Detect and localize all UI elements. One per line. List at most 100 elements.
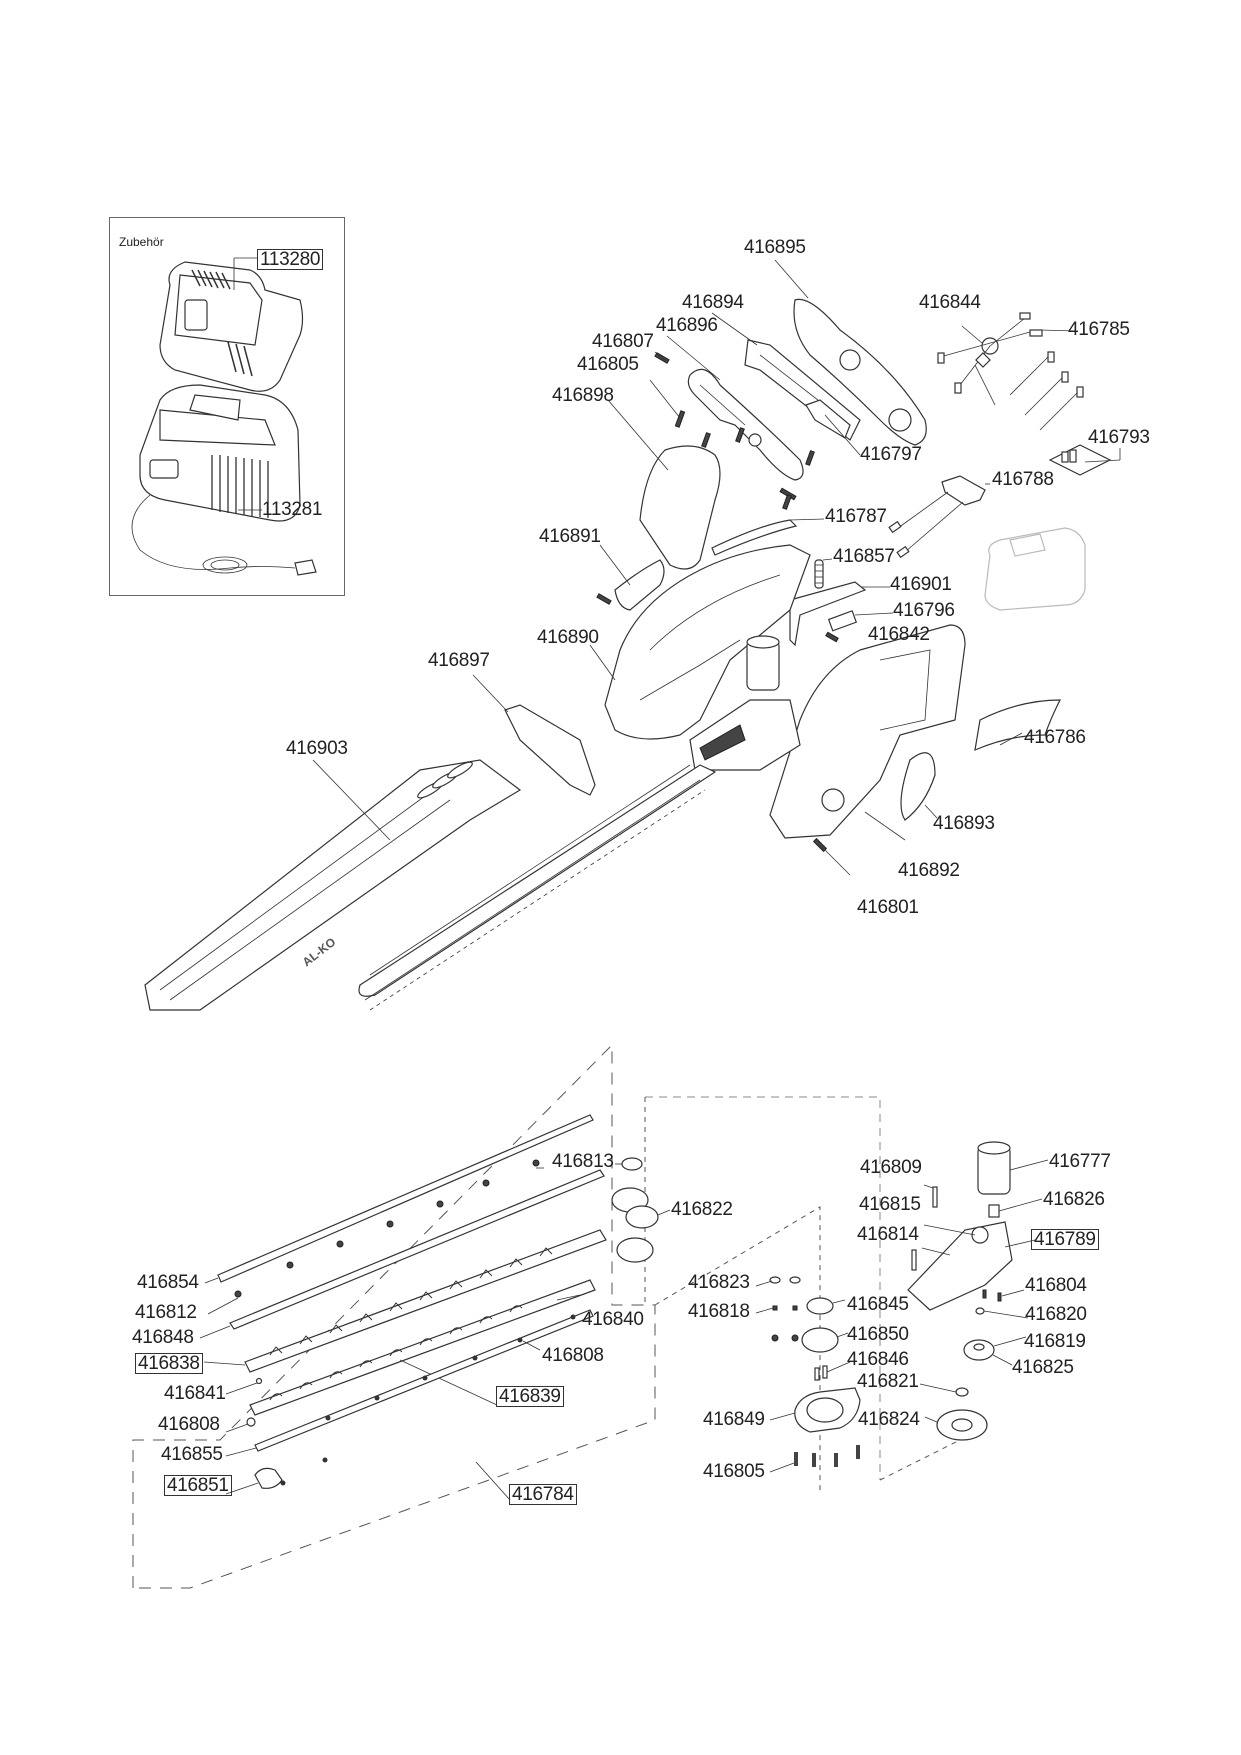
part-label-416821[interactable]: 416821	[857, 1371, 919, 1392]
accessories-heading: Zubehör	[119, 235, 164, 249]
gearbox-top	[689, 699, 801, 771]
side-plate-416897	[504, 704, 596, 796]
part-label-416797[interactable]: 416797	[860, 444, 922, 465]
part-label-416892[interactable]: 416892	[898, 860, 960, 881]
screws-top	[596, 352, 839, 853]
part-label-416894[interactable]: 416894	[682, 292, 744, 313]
part-label-416823[interactable]: 416823	[688, 1272, 750, 1293]
gear-416819	[963, 1339, 995, 1361]
trigger-416901	[789, 581, 867, 647]
part-label-416824[interactable]: 416824	[858, 1409, 920, 1430]
part-label-416845[interactable]: 416845	[847, 1294, 909, 1315]
washer-416820	[975, 1307, 985, 1315]
vent-cover-416893	[900, 752, 936, 821]
washer-416821	[955, 1387, 969, 1397]
cable-harness-416844	[937, 312, 1084, 431]
part-label-416838[interactable]: 416838	[135, 1353, 203, 1374]
part-label-416812[interactable]: 416812	[135, 1302, 197, 1323]
part-label-113280[interactable]: 113280	[257, 249, 324, 270]
part-label-416854[interactable]: 416854	[137, 1272, 199, 1293]
motor-416777	[977, 1141, 1011, 1195]
cover-416898	[639, 445, 721, 570]
housing-left-416890	[604, 544, 811, 740]
washer-416813	[621, 1157, 643, 1171]
part-label-416848[interactable]: 416848	[132, 1327, 194, 1348]
part-label-416826[interactable]: 416826	[1043, 1189, 1105, 1210]
spring-416857	[814, 559, 824, 589]
part-label-416842[interactable]: 416842	[868, 624, 930, 645]
part-label-416804[interactable]: 416804	[1025, 1275, 1087, 1296]
battery-ghost	[984, 527, 1086, 611]
part-label-416891[interactable]: 416891	[539, 526, 601, 547]
part-label-416839[interactable]: 416839	[496, 1386, 564, 1407]
blade-tip-416851	[254, 1467, 283, 1489]
motor-top	[746, 635, 780, 691]
part-label-416820[interactable]: 416820	[1025, 1304, 1087, 1325]
part-label-416789[interactable]: 416789	[1031, 1229, 1099, 1250]
part-label-416849[interactable]: 416849	[703, 1409, 765, 1430]
part-label-416901[interactable]: 416901	[890, 574, 952, 595]
part-label-416807[interactable]: 416807	[592, 331, 654, 352]
pins-416846	[814, 1367, 820, 1381]
part-label-416890[interactable]: 416890	[537, 627, 599, 648]
capacitor-board-416793	[1048, 444, 1112, 476]
gear-416824	[936, 1409, 988, 1441]
part-label-416787[interactable]: 416787	[825, 506, 887, 527]
part-label-416808-right[interactable]: 416808	[542, 1345, 604, 1366]
part-label-416855[interactable]: 416855	[161, 1444, 223, 1465]
part-label-416897[interactable]: 416897	[428, 650, 490, 671]
pin-416818	[772, 1305, 778, 1311]
cutter-blade-416839	[249, 1279, 596, 1416]
part-label-416785[interactable]: 416785	[1068, 319, 1130, 340]
part-label-416825[interactable]: 416825	[1012, 1357, 1074, 1378]
handle-frame-416896	[687, 368, 804, 481]
part-label-416896[interactable]: 416896	[656, 315, 718, 336]
charger-drawing	[131, 384, 317, 576]
part-label-416784[interactable]: 416784	[509, 1484, 577, 1505]
blade-bar-416854	[217, 1114, 594, 1283]
part-label-416903[interactable]: 416903	[286, 738, 348, 759]
part-label-416786[interactable]: 416786	[1024, 727, 1086, 748]
handle-cover-416895	[793, 298, 927, 446]
part-label-416813[interactable]: 416813	[552, 1151, 614, 1172]
part-label-416805-top[interactable]: 416805	[577, 354, 639, 375]
battery-pack-drawing	[159, 261, 304, 392]
part-label-416777[interactable]: 416777	[1049, 1151, 1111, 1172]
bushing-416826	[988, 1204, 1000, 1218]
part-label-416793[interactable]: 416793	[1088, 427, 1150, 448]
part-label-416818[interactable]: 416818	[688, 1301, 750, 1322]
group-outline-416784	[132, 1043, 656, 1589]
part-label-416846[interactable]: 416846	[847, 1349, 909, 1370]
part-label-416788[interactable]: 416788	[992, 469, 1054, 490]
part-label-416796[interactable]: 416796	[893, 600, 955, 621]
nut-416808	[246, 1417, 256, 1427]
part-label-416841[interactable]: 416841	[164, 1383, 226, 1404]
part-label-416893[interactable]: 416893	[933, 813, 995, 834]
terminal-416788	[888, 475, 986, 559]
part-label-416814[interactable]: 416814	[857, 1224, 919, 1245]
part-label-416819[interactable]: 416819	[1024, 1331, 1086, 1352]
part-label-416898[interactable]: 416898	[552, 385, 614, 406]
part-label-416857[interactable]: 416857	[833, 546, 895, 567]
part-label-113281[interactable]: 113281	[262, 499, 323, 520]
screw-416809	[932, 1186, 938, 1208]
group-outline-416789	[645, 1096, 881, 1480]
part-label-416840[interactable]: 416840	[582, 1309, 644, 1330]
part-label-416808-left[interactable]: 416808	[158, 1414, 220, 1435]
part-label-416844[interactable]: 416844	[919, 292, 981, 313]
microswitch-416796	[827, 610, 858, 632]
part-label-416801[interactable]: 416801	[857, 897, 919, 918]
part-label-416822[interactable]: 416822	[671, 1199, 733, 1220]
part-label-416851[interactable]: 416851	[164, 1475, 232, 1496]
gearbox-416789	[907, 1221, 1013, 1311]
part-label-416815[interactable]: 416815	[859, 1194, 921, 1215]
screw-416814	[911, 1249, 917, 1271]
part-label-416809[interactable]: 416809	[860, 1157, 922, 1178]
foam-grip-416786	[974, 699, 1061, 751]
part-label-416850[interactable]: 416850	[847, 1324, 909, 1345]
disc-416850	[801, 1327, 839, 1353]
part-label-416805-bottom[interactable]: 416805	[703, 1461, 765, 1482]
part-label-416895[interactable]: 416895	[744, 237, 806, 258]
